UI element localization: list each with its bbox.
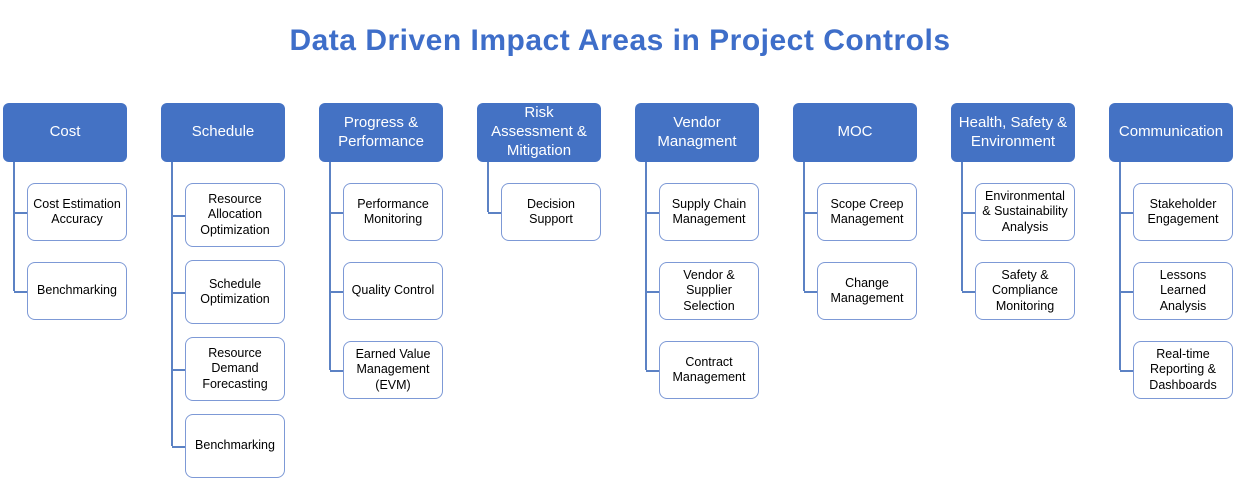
category-children: Performance Monitoring Quality Control E…: [319, 162, 443, 399]
category-column: Progress & Performance Performance Monit…: [319, 103, 443, 399]
category-children: Supply Chain Management Vendor & Supplie…: [635, 162, 759, 399]
connector-line: [645, 162, 647, 370]
impact-item-label: Performance Monitoring: [357, 196, 429, 226]
category-header: MOC: [793, 103, 917, 162]
connector-line: [13, 162, 15, 291]
slide-canvas: Data Driven Impact Areas in Project Cont…: [0, 21, 1240, 501]
impact-item-box: Quality Control: [330, 262, 443, 320]
impact-item-box: Contract Management: [646, 341, 759, 399]
impact-item-label: Earned Value Management (EVM): [355, 347, 431, 392]
category-header: Communication: [1109, 103, 1233, 162]
category-children: Decision Support: [477, 162, 601, 241]
impact-item-box: Benchmarking: [172, 414, 285, 478]
impact-item-label: Real-time Reporting & Dashboards: [1149, 347, 1217, 392]
category-column: MOC Scope Creep Management Change Manage…: [793, 103, 917, 320]
category-children: Resource Allocation Optimization Schedul…: [161, 162, 285, 478]
category-header: Risk Assessment & Mitigation: [477, 103, 601, 162]
category-column: Cost Cost Estimation Accuracy Benchmarki…: [3, 103, 127, 320]
category-column: Communication Stakeholder Engagement Les…: [1109, 103, 1233, 399]
connector-line: [1119, 162, 1121, 370]
connector-line: [329, 162, 331, 370]
connector-line: [171, 162, 173, 446]
impact-item-box: Scope Creep Management: [804, 183, 917, 241]
category-children: Stakeholder Engagement Lessons Learned A…: [1109, 162, 1233, 399]
impact-item-box: Cost Estimation Accuracy: [14, 183, 127, 241]
impact-item-label: Resource Demand Forecasting: [202, 346, 268, 391]
impact-item-label: Schedule Optimization: [200, 276, 270, 306]
impact-item-box: Environmental & Sustainability Analysis: [962, 183, 1075, 241]
impact-item-label: Safety & Compliance Monitoring: [991, 268, 1058, 313]
impact-item-label: Supply Chain Management: [671, 196, 747, 226]
impact-item-box: Lessons Learned Analysis: [1120, 262, 1233, 320]
category-children: Cost Estimation Accuracy Benchmarking: [3, 162, 127, 320]
impact-item-label: Decision Support: [527, 196, 575, 226]
impact-item-label: Environmental & Sustainability Analysis: [982, 189, 1068, 234]
impact-item-box: Benchmarking: [14, 262, 127, 320]
impact-item-box: Resource Demand Forecasting: [172, 337, 285, 401]
category-column: Vendor Managment Supply Chain Management…: [635, 103, 759, 399]
category-header: Schedule: [161, 103, 285, 162]
impact-item-label: Vendor & Supplier Selection: [683, 268, 735, 313]
impact-item-box: Resource Allocation Optimization: [172, 183, 285, 247]
category-column: Health, Safety & Environment Environment…: [951, 103, 1075, 320]
impact-item-box: Stakeholder Engagement: [1120, 183, 1233, 241]
diagram-title: Data Driven Impact Areas in Project Cont…: [289, 24, 951, 57]
impact-item-box: Vendor & Supplier Selection: [646, 262, 759, 320]
impact-item-label: Scope Creep Management: [830, 196, 904, 226]
category-children: Scope Creep Management Change Management: [793, 162, 917, 320]
category-children: Environmental & Sustainability Analysis …: [951, 162, 1075, 320]
impact-item-label: Cost Estimation Accuracy: [33, 196, 121, 226]
impact-item-box: Earned Value Management (EVM): [330, 341, 443, 399]
category-header: Health, Safety & Environment: [951, 103, 1075, 162]
impact-item-label: Benchmarking: [195, 438, 275, 453]
impact-item-box: Real-time Reporting & Dashboards: [1120, 341, 1233, 399]
impact-item-label: Lessons Learned Analysis: [1159, 268, 1207, 313]
category-header: Vendor Managment: [635, 103, 759, 162]
impact-item-label: Quality Control: [351, 283, 435, 298]
impact-item-label: Stakeholder Engagement: [1147, 196, 1219, 226]
impact-item-box: Change Management: [804, 262, 917, 320]
impact-item-box: Schedule Optimization: [172, 260, 285, 324]
category-header: Cost: [3, 103, 127, 162]
connector-line: [961, 162, 963, 291]
connector-line: [487, 162, 489, 212]
connector-line: [803, 162, 805, 291]
impact-item-label: Benchmarking: [37, 283, 117, 298]
impact-columns: Cost Cost Estimation Accuracy Benchmarki…: [0, 103, 1240, 478]
category-column: Risk Assessment & Mitigation Decision Su…: [477, 103, 601, 241]
impact-item-label: Contract Management: [672, 354, 746, 384]
impact-item-box: Supply Chain Management: [646, 183, 759, 241]
impact-item-box: Decision Support: [488, 183, 601, 241]
impact-item-box: Safety & Compliance Monitoring: [962, 262, 1075, 320]
impact-item-box: Performance Monitoring: [330, 183, 443, 241]
category-column: Schedule Resource Allocation Optimizatio…: [161, 103, 285, 478]
impact-item-label: Resource Allocation Optimization: [200, 192, 270, 237]
impact-item-label: Change Management: [830, 275, 904, 305]
category-header: Progress & Performance: [319, 103, 443, 162]
